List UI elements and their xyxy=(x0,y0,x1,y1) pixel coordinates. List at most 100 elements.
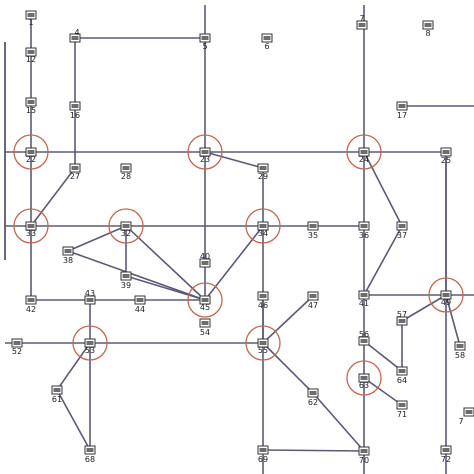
node-8[interactable]: 8 xyxy=(422,20,434,38)
node-54[interactable]: 54 xyxy=(199,318,211,337)
node-label-53: 53 xyxy=(85,346,95,355)
node-49[interactable]: 49 xyxy=(440,290,452,307)
edge-69-70 xyxy=(262,449,365,452)
node-icon-33 xyxy=(27,224,35,228)
edge-39-45 xyxy=(125,275,206,301)
node-70[interactable]: 70 xyxy=(358,446,370,465)
node-icon-38 xyxy=(64,249,72,253)
node-icon-62 xyxy=(309,391,317,395)
node-63[interactable]: 63 xyxy=(358,373,370,390)
node-28[interactable]: 28 xyxy=(120,163,132,181)
node-44[interactable]: 44 xyxy=(134,295,146,314)
node-icon-42 xyxy=(27,298,35,302)
node-label-38: 38 xyxy=(63,256,73,265)
node-25[interactable]: 25 xyxy=(440,147,452,165)
node-36[interactable]: 36 xyxy=(358,221,370,240)
node-icon-55 xyxy=(259,341,267,345)
node-label-42: 42 xyxy=(26,305,36,314)
node-40[interactable]: 40 xyxy=(199,252,211,268)
node-label-7b: 7 xyxy=(458,417,463,426)
node-label-70: 70 xyxy=(359,456,369,465)
node-55[interactable]: 55 xyxy=(257,338,269,355)
node-label-1: 1 xyxy=(28,18,33,27)
node-71[interactable]: 71 xyxy=(396,400,408,419)
node-43[interactable]: 43 xyxy=(84,289,96,305)
node-label-12: 12 xyxy=(26,55,36,64)
node-icon-35 xyxy=(309,224,317,228)
node-34[interactable]: 34 xyxy=(257,221,269,238)
node-38[interactable]: 38 xyxy=(62,246,74,265)
node-label-15: 15 xyxy=(26,106,36,115)
node-33[interactable]: 33 xyxy=(25,221,37,238)
node-1[interactable]: 1 xyxy=(25,10,37,27)
node-69[interactable]: 69 xyxy=(257,445,269,464)
node-56[interactable]: 56 xyxy=(358,330,370,346)
node-icon-46 xyxy=(259,294,267,298)
node-47[interactable]: 47 xyxy=(307,291,319,310)
node-37[interactable]: 37 xyxy=(396,221,408,240)
node-35[interactable]: 35 xyxy=(307,221,319,240)
node-46[interactable]: 46 xyxy=(257,291,269,310)
node-17[interactable]: 17 xyxy=(396,101,408,120)
node-7b[interactable]: 7 xyxy=(458,407,474,426)
node-23[interactable]: 23 xyxy=(199,147,211,164)
node-41[interactable]: 41 xyxy=(358,290,370,308)
node-42[interactable]: 42 xyxy=(25,295,37,314)
node-15[interactable]: 15 xyxy=(25,97,37,115)
node-16[interactable]: 16 xyxy=(69,101,81,120)
node-62[interactable]: 62 xyxy=(307,388,319,407)
node-58[interactable]: 58 xyxy=(454,341,466,360)
node-icon-29 xyxy=(259,166,267,170)
node-label-32: 32 xyxy=(121,229,131,238)
node-22[interactable]: 22 xyxy=(25,147,37,164)
node-72[interactable]: 72 xyxy=(440,445,452,464)
node-45[interactable]: 45 xyxy=(199,295,211,312)
node-24[interactable]: 24 xyxy=(358,147,370,164)
node-icon-56 xyxy=(360,339,368,343)
highlight-ring-33 xyxy=(13,208,49,244)
node-7[interactable]: 7 xyxy=(356,14,368,30)
node-icon-61 xyxy=(53,388,61,392)
edge-49-58 xyxy=(445,294,461,347)
node-label-41: 41 xyxy=(359,299,369,308)
node-icon-47 xyxy=(309,294,317,298)
node-61[interactable]: 61 xyxy=(51,385,63,404)
highlight-ring-53 xyxy=(72,325,108,361)
node-label-69: 69 xyxy=(258,455,268,464)
node-52[interactable]: 52 xyxy=(11,338,23,356)
node-label-8: 8 xyxy=(425,29,430,38)
node-label-25: 25 xyxy=(441,156,451,165)
node-icon-64 xyxy=(398,369,406,373)
node-6[interactable]: 6 xyxy=(261,33,273,51)
highlight-ring-32 xyxy=(108,208,144,244)
node-label-72: 72 xyxy=(441,455,451,464)
node-icon-32 xyxy=(122,224,130,228)
node-icon-7b xyxy=(465,410,473,414)
node-label-28: 28 xyxy=(121,172,131,181)
node-label-68: 68 xyxy=(85,455,95,464)
node-32[interactable]: 32 xyxy=(120,221,132,238)
edge-53-61 xyxy=(56,342,91,391)
node-label-40: 40 xyxy=(200,252,210,261)
node-64[interactable]: 64 xyxy=(396,366,408,385)
highlight-ring-55 xyxy=(245,325,281,361)
node-29[interactable]: 29 xyxy=(257,163,269,181)
node-68[interactable]: 68 xyxy=(84,445,96,464)
node-label-63: 63 xyxy=(359,381,369,390)
node-label-34: 34 xyxy=(258,229,268,238)
node-53[interactable]: 53 xyxy=(84,338,96,355)
node-label-71: 71 xyxy=(397,410,407,419)
node-57[interactable]: 57 xyxy=(396,310,408,326)
node-label-43: 43 xyxy=(85,289,95,298)
node-icon-57 xyxy=(398,319,406,323)
node-39[interactable]: 39 xyxy=(120,271,132,290)
node-5[interactable]: 5 xyxy=(199,33,211,51)
node-12[interactable]: 12 xyxy=(25,47,37,64)
node-label-16: 16 xyxy=(70,111,80,120)
node-icon-22 xyxy=(27,150,35,154)
node-icon-58 xyxy=(456,344,464,348)
node-icon-71 xyxy=(398,403,406,407)
node-4[interactable]: 4 xyxy=(69,28,81,43)
node-27[interactable]: 27 xyxy=(69,163,81,181)
node-icon-5 xyxy=(201,36,209,40)
